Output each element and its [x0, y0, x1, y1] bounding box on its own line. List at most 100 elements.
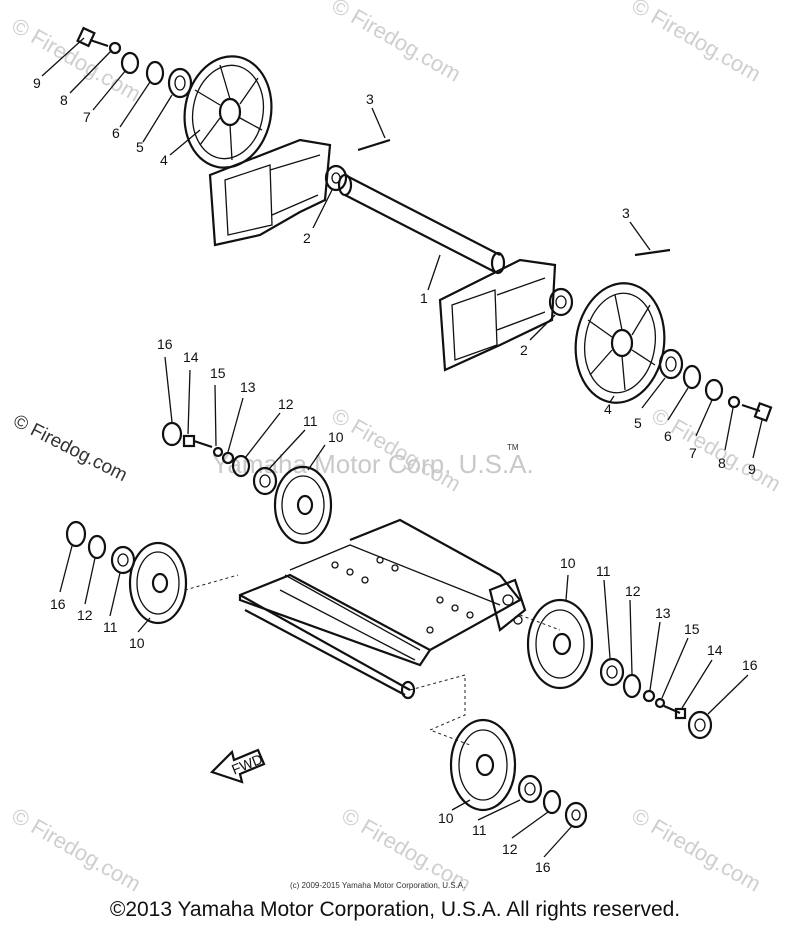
callout-label: 16 — [742, 657, 758, 673]
trademark-mark: TM — [507, 443, 519, 452]
pin-3-right — [634, 248, 671, 257]
bearing-11-bottom — [517, 774, 543, 804]
frame-right-bracket — [488, 578, 527, 632]
callout-label: 1 — [420, 290, 428, 306]
left-bracket — [208, 138, 332, 247]
small-copyright: (c) 2009-2015 Yamaha Motor Corporation, … — [290, 881, 465, 890]
side-watermark: © Firedog.com — [10, 411, 131, 486]
bearing-5 — [167, 67, 193, 99]
callout-label: 12 — [625, 583, 641, 599]
washer-8-right — [727, 395, 741, 409]
bolt-9 — [76, 26, 109, 48]
top-left-hardware: 9 8 7 6 5 4 — [33, 26, 273, 169]
lower-right-hardware: 10 11 12 13 15 14 16 — [526, 555, 758, 740]
collar-2-right — [548, 287, 574, 317]
callout-label: 4 — [604, 401, 612, 417]
frame-holes — [331, 556, 474, 634]
watermark: © Firedog.com — [8, 803, 146, 897]
callout-label: 3 — [622, 205, 630, 221]
ring-6 — [145, 60, 165, 86]
center-watermark: Yamaha Motor Corp, U.S.A. — [212, 449, 534, 479]
spacer-13-lower-right — [642, 689, 656, 703]
callout-label: 11 — [303, 413, 318, 429]
callout-label: 9 — [748, 461, 756, 477]
callout-label: 8 — [718, 455, 726, 471]
washer-15-lower-right — [654, 697, 666, 709]
fwd-label: FWD — [229, 751, 265, 778]
bearing-11 — [252, 466, 278, 496]
callout-label: 5 — [136, 139, 144, 155]
callout-label: 16 — [157, 336, 173, 352]
shaft-1 — [337, 173, 506, 275]
watermark: © Firedog.com — [648, 403, 786, 497]
plate-7-right — [704, 378, 724, 402]
plate-7 — [120, 51, 140, 75]
callout-label: 13 — [240, 379, 256, 395]
callout-label: 4 — [160, 152, 168, 168]
collar-2-left — [324, 164, 348, 192]
cap-16-lower-left — [65, 520, 87, 548]
upper-axle-assembly: 3 2 1 3 2 — [208, 91, 671, 372]
wheel-10-mid — [273, 465, 333, 545]
callout-label: 3 — [366, 91, 374, 107]
bolt-14 — [182, 434, 213, 449]
callout-label: 16 — [50, 596, 66, 612]
right-bracket — [438, 258, 557, 372]
callout-label: 15 — [684, 621, 700, 637]
wheel-10-bottom — [449, 718, 517, 812]
callout-label: 6 — [112, 125, 120, 141]
wheel-10-lower-left — [128, 541, 188, 625]
footer-copyright: ©2013 Yamaha Motor Corporation, U.S.A. A… — [109, 898, 681, 921]
cap-16-bottom — [564, 801, 588, 829]
washer-15 — [212, 446, 224, 458]
callout-label: 12 — [278, 396, 294, 412]
lower-left-hardware: 16 12 11 10 — [50, 520, 188, 651]
pin-3-left — [357, 138, 391, 152]
cap-16-lower-right — [687, 710, 713, 740]
ring-6-right — [682, 364, 702, 390]
watermark: © Firedog.com — [628, 0, 766, 87]
wheel-4-right — [574, 282, 666, 404]
callout-label: 11 — [103, 619, 118, 635]
right-wheel-hardware: 4 5 6 7 8 9 — [574, 282, 773, 477]
callout-label: 10 — [560, 555, 576, 571]
mid-left-hardware: 16 14 15 13 12 11 10 — [157, 336, 344, 545]
callout-label: 7 — [689, 445, 697, 461]
ring-12 — [231, 454, 251, 478]
rear-suspension-frame — [184, 518, 561, 746]
callout-label: 8 — [60, 92, 68, 108]
bearing-11-lower-right — [599, 657, 625, 687]
watermark: © Firedog.com — [628, 803, 766, 897]
forward-arrow: FWD — [209, 748, 266, 784]
watermark: © Firedog.com — [328, 0, 466, 87]
callout-label: 2 — [520, 342, 528, 358]
callout-label: 6 — [664, 428, 672, 444]
callout-label: 9 — [33, 75, 41, 91]
ring-12-lower-right — [622, 673, 642, 699]
callout-label: 11 — [472, 822, 487, 838]
callout-label: 15 — [210, 365, 226, 381]
washer-8 — [108, 41, 122, 55]
watermark: © Firedog.com — [8, 13, 146, 107]
callout-label: 10 — [438, 810, 454, 826]
callout-label: 12 — [502, 841, 518, 857]
cap-16 — [161, 421, 183, 447]
bolt-9-right — [741, 401, 773, 423]
wheel-10-lower-right — [526, 598, 594, 690]
callout-label: 14 — [707, 642, 723, 658]
bolt-14-lower-right — [663, 704, 687, 720]
bottom-hardware: 10 11 12 16 — [438, 718, 588, 875]
callout-label: 7 — [83, 109, 91, 125]
callout-label: 2 — [303, 230, 311, 246]
callout-label: 10 — [129, 635, 145, 651]
callout-label: 13 — [655, 605, 671, 621]
ring-12-bottom — [542, 789, 562, 815]
watermark-layer: © Firedog.com © Firedog.com © Firedog.co… — [8, 0, 786, 897]
callout-label: 5 — [634, 415, 642, 431]
bearing-5-right — [658, 348, 684, 380]
callout-label: 10 — [328, 429, 344, 445]
callout-label: 16 — [535, 859, 551, 875]
spacer-13 — [221, 451, 235, 465]
callout-label: 14 — [183, 349, 199, 365]
